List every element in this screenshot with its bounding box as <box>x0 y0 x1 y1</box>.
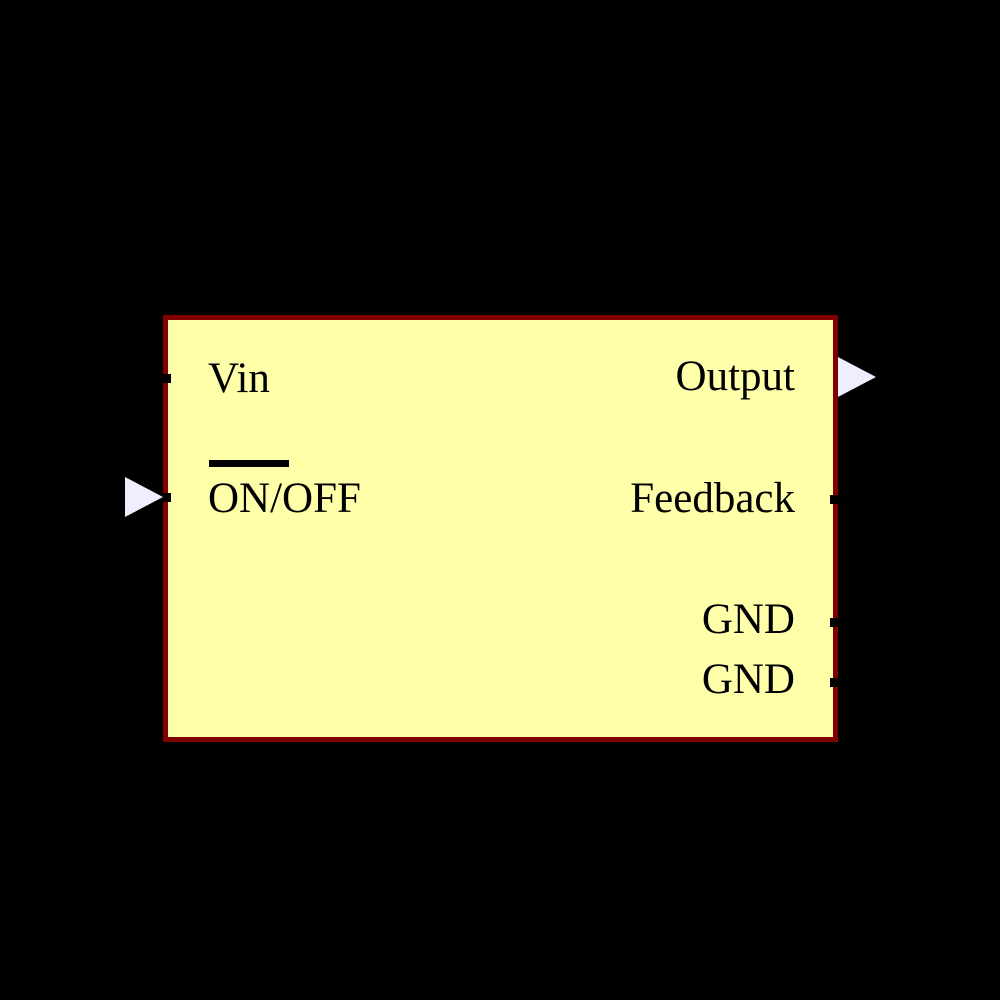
component-body-rect[interactable] <box>163 315 838 742</box>
pin-label-feedback: Feedback <box>630 475 795 522</box>
pin-label-output: Output <box>675 353 795 400</box>
active-low-overbar-icon <box>209 460 289 467</box>
pin-label-gnd-2: GND <box>701 656 795 703</box>
pin-label-on-off: ON/OFF <box>208 460 361 522</box>
pin-notch-feedback[interactable] <box>830 495 838 504</box>
pin-notch-gnd-1[interactable] <box>830 618 838 627</box>
pin-label-on-off-text: ON/OFF <box>208 460 361 522</box>
pin-notch-gnd-2[interactable] <box>830 678 838 687</box>
pin-arrow-on-off[interactable] <box>125 477 163 517</box>
pin-label-on-off-value: ON/OFF <box>208 475 361 522</box>
pin-notch-on-off[interactable] <box>163 493 171 502</box>
pin-label-gnd-1: GND <box>701 596 795 643</box>
pin-notch-vin[interactable] <box>163 374 171 383</box>
pin-label-vin: Vin <box>208 355 270 402</box>
pin-arrow-output[interactable] <box>838 357 876 397</box>
